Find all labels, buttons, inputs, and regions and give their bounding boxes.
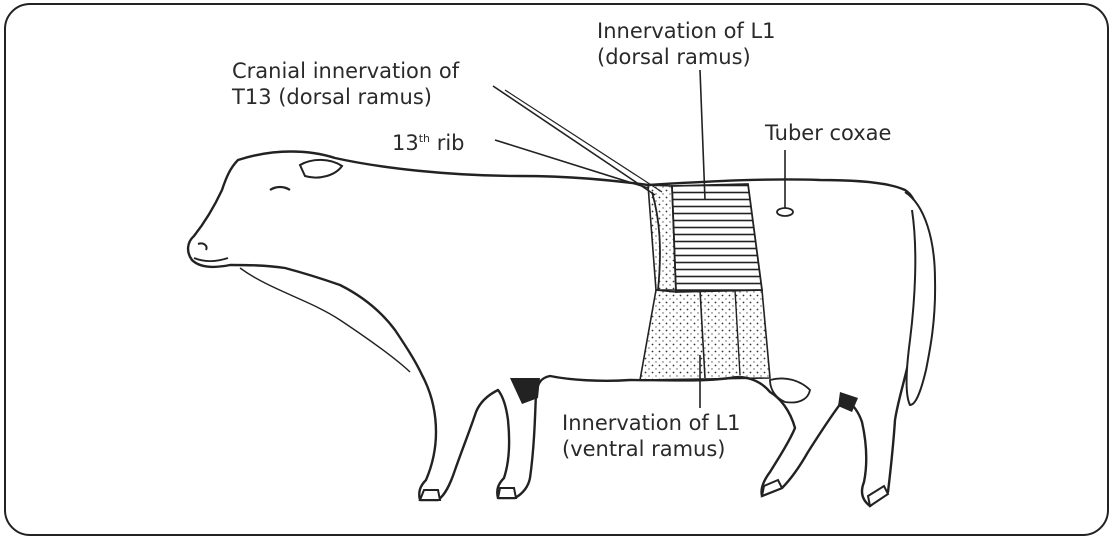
tuber-coxae-marker — [777, 208, 793, 216]
label-l1-ventral-line2: (ventral ramus) — [562, 436, 741, 462]
label-l1-dorsal-line2: (dorsal ramus) — [597, 44, 776, 70]
hoof-front-right — [498, 488, 516, 498]
label-cranial-t13-line2: T13 (dorsal ramus) — [232, 84, 459, 110]
label-13th-rib: 13th rib — [392, 126, 465, 156]
leader-l1-dorsal — [700, 70, 705, 200]
rib-superscript: th — [419, 132, 430, 145]
region-l1-dorsal — [672, 184, 762, 292]
rib-number: 13 — [392, 131, 419, 155]
label-l1-dorsal-line1: Innervation of L1 — [597, 18, 776, 44]
hoof-front-left — [420, 490, 440, 500]
label-tuber-coxae: Tuber coxae — [765, 120, 891, 146]
label-tuber-coxae-text: Tuber coxae — [765, 120, 891, 146]
label-cranial-t13-line1: Cranial innervation of — [232, 58, 459, 84]
label-cranial-t13: Cranial innervation of T13 (dorsal ramus… — [232, 58, 459, 110]
label-l1-ventral-line1: Innervation of L1 — [562, 410, 741, 436]
label-l1-dorsal: Innervation of L1 (dorsal ramus) — [597, 18, 776, 70]
label-l1-ventral: Innervation of L1 (ventral ramus) — [562, 410, 741, 462]
rib-word: rib — [430, 131, 464, 155]
cow-body-outline — [188, 152, 920, 507]
